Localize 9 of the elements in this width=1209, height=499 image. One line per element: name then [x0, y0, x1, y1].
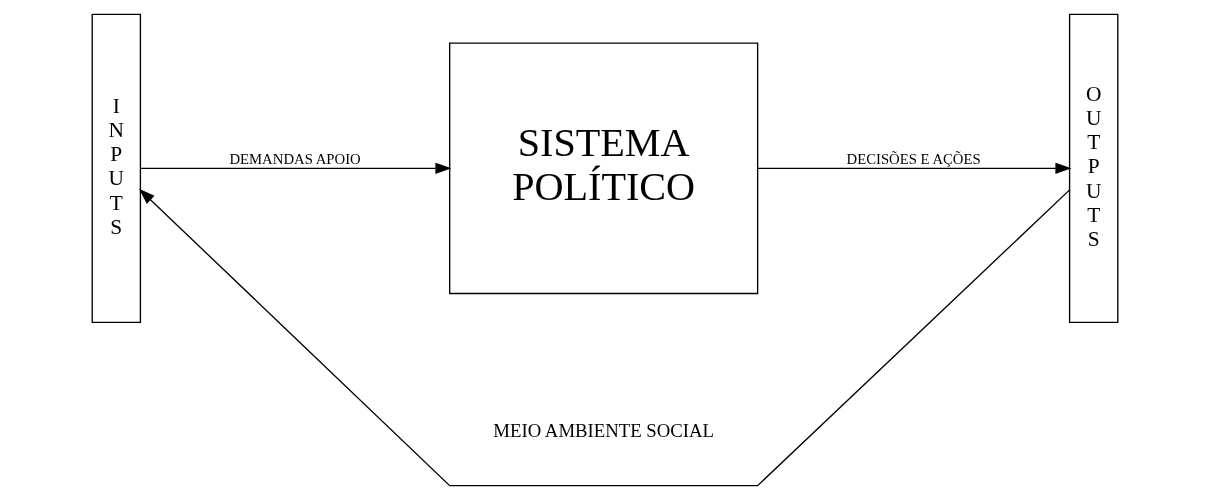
arrow	[139, 162, 451, 174]
node-box: SISTEMA POLÍTICO	[448, 41, 758, 294]
node-box: INPUTS	[91, 13, 141, 323]
node-box: OUTPUTS	[1068, 13, 1118, 323]
edge-label: DECISÕES E AÇÕES	[846, 150, 981, 167]
label: MEIO AMBIENTE SOCIAL	[492, 419, 714, 441]
arrow	[138, 188, 1070, 486]
arrow	[756, 162, 1071, 174]
edge-label: DEMANDAS APOIO	[228, 150, 361, 167]
